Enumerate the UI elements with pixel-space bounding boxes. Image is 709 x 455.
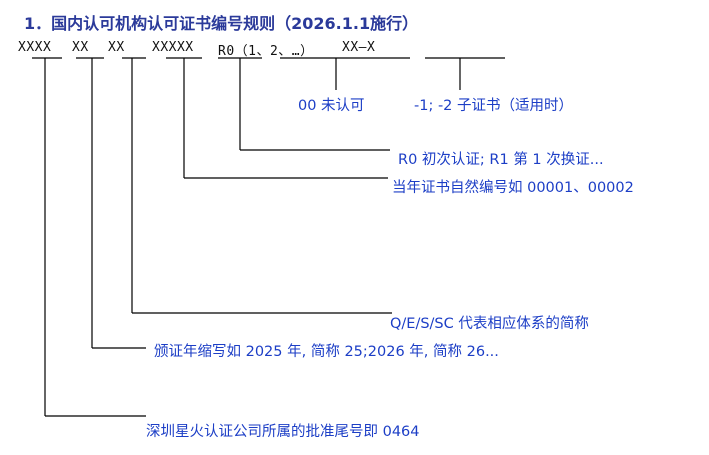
annotation-system: Q/E/S/SC 代表相应体系的简称	[390, 316, 589, 332]
annotation-unaccredited: 00 未认可	[298, 98, 365, 114]
code-segment-renewal: R0（1、2、…）	[218, 44, 314, 59]
page-title: 1．国内认可机构认可证书编号规则（2026.1.1施行）	[24, 14, 419, 33]
annotation-sub-certificate: -1; -2 子证书（适用时）	[414, 98, 574, 114]
annotation-company: 深圳星火认证公司所属的批准尾号即 0464	[146, 424, 420, 440]
code-segment-accreditation: XX—X	[342, 40, 376, 55]
annotation-year: 颁证年缩写如 2025 年, 简称 25;2026 年, 简称 26...	[154, 344, 499, 360]
code-segment-company: XXXX	[18, 40, 52, 55]
code-segment-serial: XXXXX	[152, 40, 194, 55]
annotation-renewal: R0 初次认证; R1 第 1 次换证...	[398, 152, 604, 168]
code-segment-system: XX	[108, 40, 125, 55]
code-segment-year: XX	[72, 40, 89, 55]
annotation-serial: 当年证书自然编号如 00001、00002	[392, 180, 634, 196]
